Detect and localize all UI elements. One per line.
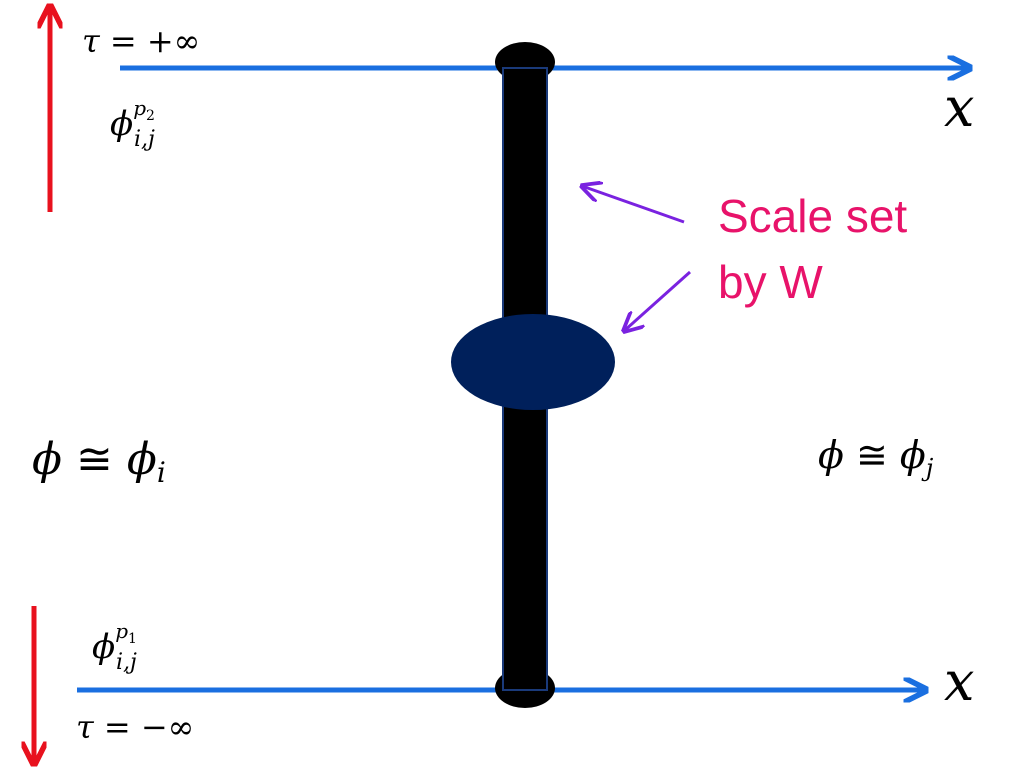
annotation-arrow-upper [582, 186, 685, 224]
left-relation: ≅ [62, 434, 127, 485]
left-rhs-base: ϕ [127, 434, 157, 485]
field-bottom-sup-var: p [115, 619, 128, 643]
right-relation: ≅ [844, 433, 900, 477]
tau-plus-infinity-label: τ = +∞ [82, 22, 200, 60]
left-lhs: ϕ [32, 434, 62, 485]
field-top-sup-sub: 2 [146, 108, 155, 124]
right-rhs-base: ϕ [900, 433, 926, 477]
field-bottom-sup: p1 [115, 619, 137, 647]
tau-minus-infinity-label: τ = −∞ [76, 708, 194, 746]
top-x-axis-label: x [944, 76, 974, 139]
right-lhs: ϕ [818, 433, 844, 477]
field-bottom-sub: i,j [116, 650, 137, 675]
field-bottom-base: ϕ [92, 627, 115, 667]
tau-value-top: = +∞ [100, 22, 201, 60]
tau-value-bottom: = −∞ [94, 708, 195, 746]
field-top-sub: i,j [134, 127, 155, 152]
field-top-label: ϕp2 i,j [110, 96, 155, 152]
wall-blob [451, 314, 615, 410]
field-top-sup-var: p [133, 96, 146, 120]
left-region-label: ϕ ≅ ϕi [32, 434, 166, 489]
annotation-line1: Scale set [718, 190, 907, 242]
field-bottom-label: ϕp1 i,j [92, 619, 137, 675]
field-top-sup: p2 [133, 96, 155, 124]
field-bottom-sup-sub: 1 [128, 631, 137, 647]
tau-symbol-top: τ [82, 22, 101, 60]
left-rhs-sub: i [157, 456, 166, 489]
field-top-base: ϕ [110, 104, 133, 144]
annotation-line2: by W [718, 256, 823, 308]
right-region-label: ϕ ≅ ϕj [818, 433, 934, 482]
tau-symbol-bottom: τ [76, 708, 95, 746]
annotation-text: Scale set by W [718, 190, 920, 308]
bottom-x-axis-label: x [944, 650, 974, 713]
annotation-arrow-lower [624, 270, 691, 331]
